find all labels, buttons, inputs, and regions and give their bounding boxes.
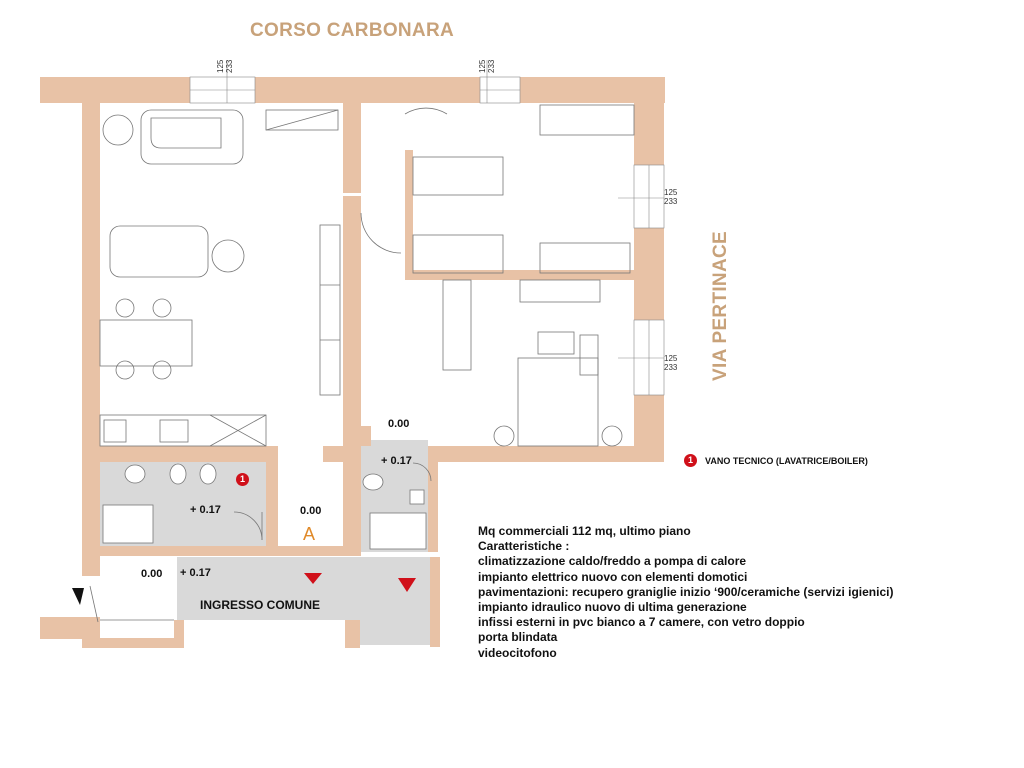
windows (189, 76, 665, 396)
walls (40, 77, 665, 648)
living-furniture (99, 109, 341, 447)
features-line-heading: Caratteristiche : (478, 539, 570, 554)
room-label-entrance: INGRESSO COMUNE (200, 598, 321, 612)
features-line-windows: infissi esterni in pvc bianco a 7 camere… (478, 615, 805, 630)
features-line-electric: impianto elettrico nuovo con elementi do… (478, 569, 748, 584)
legend-marker: 1 (684, 454, 697, 467)
bedroom-furniture (360, 104, 635, 447)
section-letter-a: A (303, 524, 316, 544)
features-line-intercom: videocitofono (478, 645, 557, 660)
features-line-flooring: pavimentazioni: recupero graniglie inizi… (478, 584, 894, 599)
doors (89, 462, 432, 623)
legend-label: VANO TECNICO (LAVATRICE/BOILER) (705, 455, 868, 466)
features-list: Mq commerciali 112 mq, ultimo piano Cara… (478, 524, 893, 661)
level-bath-main-plus: + 0.17 (190, 504, 221, 516)
bathroom-fixtures (102, 463, 427, 550)
features-line-plumbing: impianto idraulico nuovo di ultima gener… (478, 600, 747, 615)
window-sills (190, 60, 664, 395)
technical-room-marker: 1 (236, 473, 249, 486)
features-line-area: Mq commerciali 112 mq, ultimo piano (478, 524, 691, 538)
level-bath-small-zero: 0.00 (388, 418, 410, 430)
features-line-door: porta blindata (478, 630, 558, 645)
features-line-climate: climatizzazione caldo/freddo a pompa di … (478, 554, 747, 569)
level-entrance-zero: 0.00 (141, 568, 163, 580)
level-corridor: 0.00 (300, 505, 322, 517)
street-label-top: CORSO CARBONARA (250, 20, 454, 41)
level-entrance-plus: + 0.17 (180, 567, 211, 579)
entry-arrows (72, 573, 416, 605)
level-bath-small-plus: + 0.17 (381, 455, 412, 467)
legend: 1 VANO TECNICO (LAVATRICE/BOILER) (684, 454, 868, 467)
